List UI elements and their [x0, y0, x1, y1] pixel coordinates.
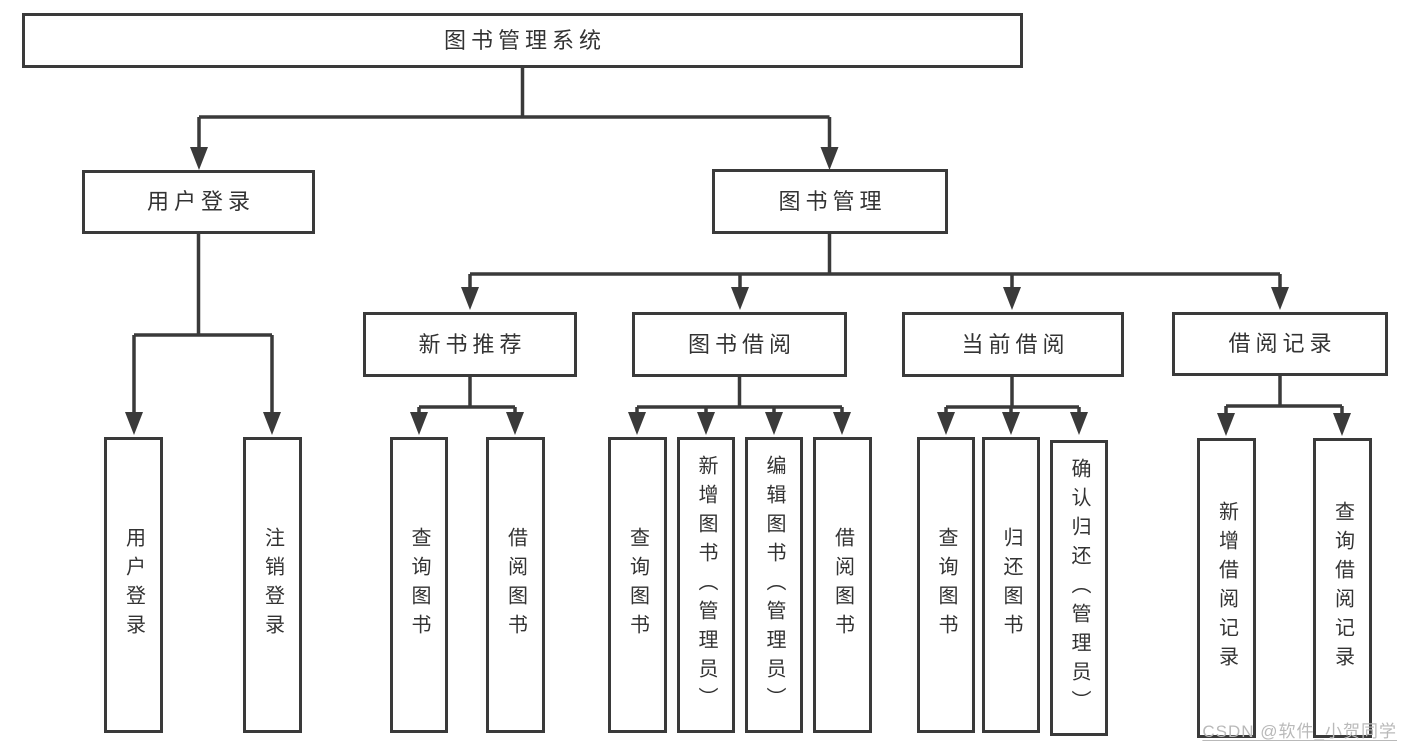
leaf-nb-borrow-books: 借阅图书 — [486, 437, 545, 733]
leaf-user-login-label: 用户登录 — [122, 527, 145, 643]
leaf-cb-return-books-label: 归还图书 — [1000, 527, 1022, 643]
node-current-borrow-label: 当前借阅 — [961, 331, 1070, 357]
arrowheads — [125, 147, 1351, 436]
connector-book-mgmt-children — [468, 233, 1282, 294]
node-root: 图书管理系统 — [22, 13, 1023, 68]
node-user-login: 用户登录 — [82, 170, 315, 234]
leaf-cb-query-books: 查询图书 — [917, 437, 975, 733]
watermark: CSDN @软件_小贺同学 — [1202, 722, 1397, 741]
leaf-bb-borrow-books-label: 借阅图书 — [831, 527, 854, 643]
leaf-nb-borrow-books-label: 借阅图书 — [504, 527, 527, 643]
leaf-br-add-record-label: 新增借阅记录 — [1215, 501, 1238, 675]
leaf-br-query-record-label: 查询借阅记录 — [1331, 501, 1354, 675]
node-user-login-label: 用户登录 — [146, 189, 255, 214]
leaf-cb-query-books-label: 查询图书 — [935, 527, 957, 643]
leaf-logout-label: 注销登录 — [261, 527, 284, 643]
leaf-bb-add-book-admin: 新增图书（管理员） — [677, 437, 735, 733]
leaf-cb-confirm-return-admin: 确认归还（管理员） — [1050, 440, 1108, 736]
node-book-mgmt-label: 图书管理 — [778, 188, 887, 214]
node-new-books: 新书推荐 — [363, 312, 577, 377]
node-book-borrow: 图书借阅 — [632, 312, 847, 377]
leaf-bb-add-book-admin-label: 新增图书（管理员） — [695, 454, 717, 716]
leaf-cb-return-books: 归还图书 — [982, 437, 1040, 733]
connector-book-borrow-children — [635, 377, 844, 419]
node-root-label: 图书管理系统 — [443, 27, 606, 53]
leaf-br-add-record: 新增借阅记录 — [1197, 438, 1256, 738]
node-borrow-records: 借阅记录 — [1172, 312, 1388, 376]
leaf-br-query-record: 查询借阅记录 — [1313, 438, 1372, 738]
node-book-mgmt: 图书管理 — [712, 169, 948, 234]
connector-borrow-records-children — [1224, 376, 1344, 420]
connector-new-books-children — [417, 377, 517, 419]
connector-user-login-children — [132, 234, 274, 417]
connector-root-to-level2 — [197, 68, 832, 152]
leaf-bb-edit-book-admin-label: 编辑图书（管理员） — [763, 454, 785, 716]
leaf-bb-edit-book-admin: 编辑图书（管理员） — [745, 437, 803, 733]
leaf-nb-query-books: 查询图书 — [390, 437, 448, 733]
leaf-nb-query-books-label: 查询图书 — [408, 527, 430, 643]
leaf-logout: 注销登录 — [243, 437, 302, 733]
node-book-borrow-label: 图书借阅 — [687, 331, 796, 357]
node-current-borrow: 当前借阅 — [902, 312, 1124, 377]
node-borrow-records-label: 借阅记录 — [1228, 331, 1337, 356]
leaf-bb-borrow-books: 借阅图书 — [813, 437, 872, 733]
node-new-books-label: 新书推荐 — [418, 331, 527, 357]
leaf-bb-query-books-label: 查询图书 — [626, 527, 649, 643]
leaf-bb-query-books: 查询图书 — [608, 437, 667, 733]
leaf-cb-confirm-return-admin-label: 确认归还（管理员） — [1068, 457, 1090, 719]
leaf-user-login: 用户登录 — [104, 437, 163, 733]
